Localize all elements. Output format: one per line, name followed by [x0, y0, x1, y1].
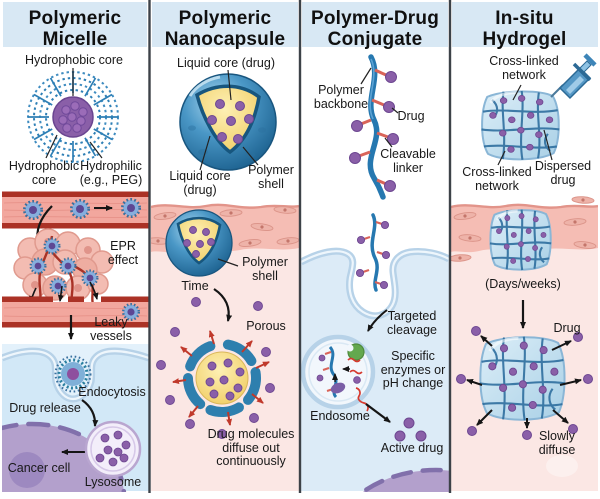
- targeted-cleavage-label: Targeted cleavage: [386, 309, 438, 337]
- specific-enzymes-label: Specific enzymes or pH change: [380, 349, 446, 390]
- polymer-shell-label-2: Polymer shell: [242, 255, 288, 283]
- hydrogel-label-lines: [497, 84, 553, 166]
- cancer-cell-label: Cancer cell: [7, 461, 71, 475]
- hydrophobic-core-bottom-label: Hydrophobic core: [8, 159, 80, 187]
- lysosome: [84, 420, 142, 478]
- dispersed-drug-label: Dispersed drug: [534, 159, 592, 187]
- nanocapsule-in-tissue: [165, 209, 239, 277]
- drug-release-arrow: [81, 399, 99, 427]
- micelle-label-lines: [45, 68, 103, 159]
- micelle-illustration: [27, 68, 119, 163]
- column-dividers: [148, 0, 452, 493]
- drug-label: Drug: [397, 109, 425, 123]
- time-arrow: [213, 288, 233, 322]
- drug-release-label: Drug release: [9, 401, 81, 415]
- conjugate-entering-cell: [355, 213, 391, 292]
- hydrogel-block-1: [480, 89, 561, 162]
- diffusion-arrows: [466, 335, 582, 429]
- time-label: Time: [181, 279, 209, 293]
- lysosome-label: Lysosome: [84, 475, 142, 489]
- nanocapsule-illustration: [179, 69, 277, 171]
- crosslinked-network-bottom-label: Cross-linked network: [462, 165, 532, 193]
- hydrophilic-peg-label: Hydrophilic (e.g., PEG): [79, 159, 143, 187]
- endocytosed-micelle: [54, 355, 92, 393]
- endosome-label: Endosome: [310, 409, 370, 423]
- diffuse-out-label: Drug molecules diffuse out continuously: [207, 427, 295, 468]
- drug-label-2: Drug: [553, 321, 581, 335]
- crosslinked-network-top-label: Cross-linked network: [489, 54, 559, 82]
- slowly-diffuse-label: Slowly diffuse: [538, 429, 576, 457]
- active-drug-dots: [394, 417, 427, 442]
- released-drug-dots: [156, 297, 275, 439]
- syringe-icon: [550, 53, 597, 100]
- endosome: [301, 334, 376, 412]
- active-drug-label: Active drug: [380, 441, 444, 455]
- hydrogel-block-2: [488, 208, 553, 272]
- days-weeks-label: (Days/weeks): [485, 277, 561, 291]
- column4-title: In-situ Hydrogel: [482, 8, 567, 51]
- porous-label: Porous: [246, 319, 286, 333]
- column1-title: Polymeric Micelle: [28, 8, 122, 51]
- tumor-epr-scene: [13, 228, 114, 307]
- porous-nanocapsule: [156, 297, 275, 439]
- polymer-backbone-label: Polymer backbone: [313, 83, 369, 111]
- hydrophobic-core-top-label: Hydrophobic core: [25, 53, 123, 67]
- liquid-core-bottom-label: Liquid core (drug): [169, 169, 231, 197]
- target-cell-nucleus: [359, 467, 449, 492]
- cancer-cell: [2, 421, 127, 492]
- cleavable-linker-label: Cleavable linker: [380, 147, 436, 175]
- watermark: [546, 455, 578, 477]
- epr-effect-label: EPR effect: [107, 239, 139, 267]
- endosome-escape-arrow: [365, 403, 391, 423]
- column3-title: Polymer-Drug Conjugate: [310, 8, 440, 51]
- polymer-drug-conjugate: [349, 54, 399, 200]
- blood-vessel-leaky: [2, 296, 149, 328]
- leaky-vessels-label: Leaky vessels: [90, 315, 132, 343]
- targeted-cleavage-arrow: [367, 309, 388, 332]
- diffused-drug-dots: [456, 326, 593, 440]
- title-bands: [3, 2, 598, 47]
- polymer-shell-label-1: Polymer shell: [248, 163, 294, 191]
- liquid-core-top-label: Liquid core (drug): [177, 56, 275, 70]
- endocytosis-label: Endocytosis: [78, 385, 146, 399]
- blood-vessel-top: [2, 191, 149, 229]
- column2-title: Polymeric Nanocapsule: [164, 8, 286, 51]
